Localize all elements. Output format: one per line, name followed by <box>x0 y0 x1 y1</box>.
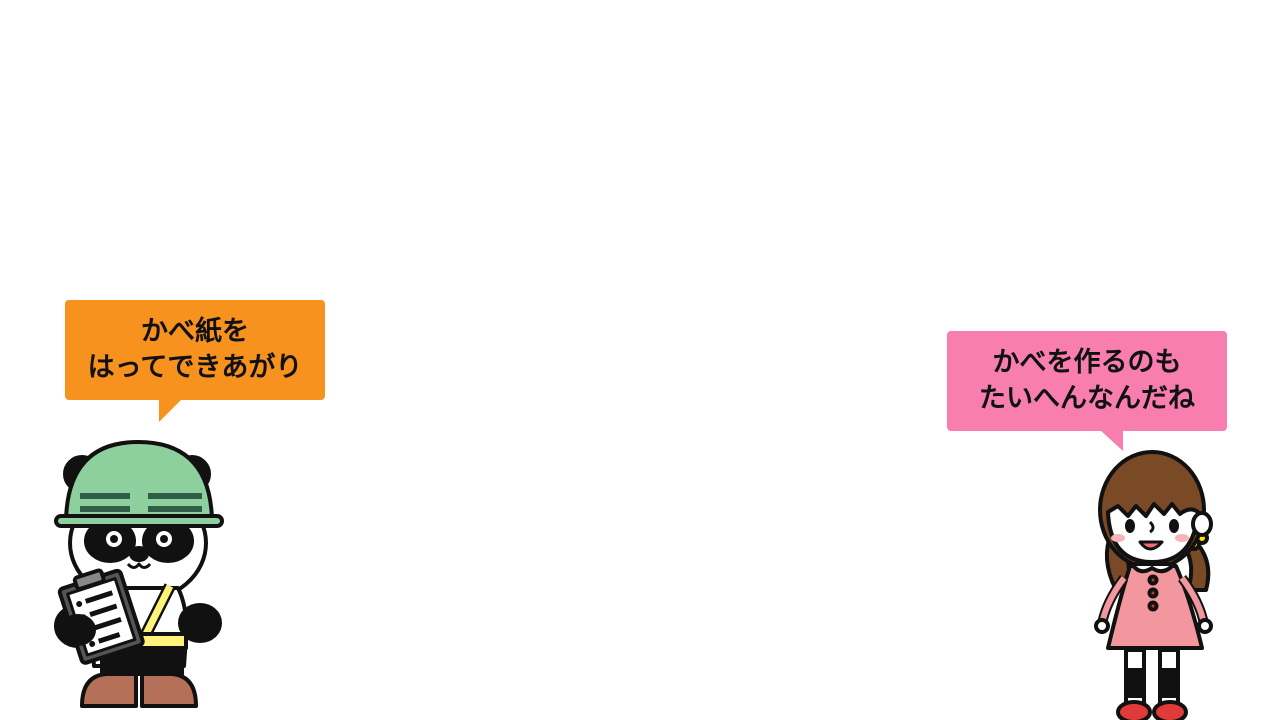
panda-construction-worker-icon <box>54 440 224 708</box>
speech-bubble-tail <box>1099 429 1123 451</box>
speech-bubble-left: かべ紙を はってできあがり <box>65 300 325 422</box>
speech-bubble-tail <box>159 398 183 422</box>
speech-line: はってできあがり <box>87 352 303 383</box>
speech-bubble-right: かべを作るのも たいへんなんだね <box>947 331 1227 451</box>
speech-line: たいへんなんだね <box>979 383 1195 414</box>
speech-line: かべを作るのも <box>992 347 1182 378</box>
girl-icon <box>1094 450 1213 720</box>
speech-line: かべ紙を <box>141 316 249 347</box>
